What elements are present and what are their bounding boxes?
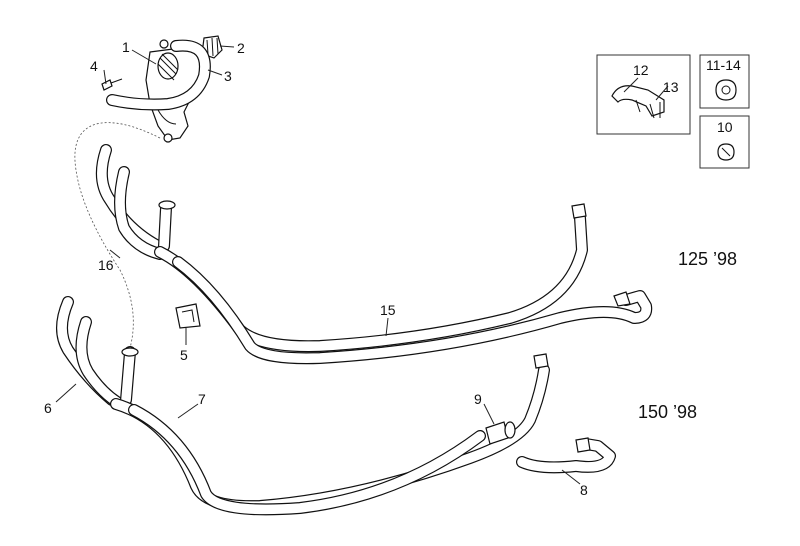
callout-9: 9 — [474, 391, 482, 407]
callout-10: 10 — [717, 119, 733, 135]
clamp-detail-box-11-14: 11-14 — [699, 54, 750, 109]
callout-8: 8 — [580, 482, 588, 498]
expansion-tank-assembly — [101, 35, 223, 143]
connection-path-dashed — [74, 122, 161, 349]
callout-16: 16 — [98, 257, 114, 273]
hose-bracket — [175, 303, 201, 329]
variant-label-lower: 150 ’98 — [638, 402, 697, 422]
callout-15: 15 — [380, 302, 396, 318]
upper-end-clamp-b — [613, 291, 631, 307]
lower-hose-assembly — [56, 296, 616, 516]
lower-end-clamp-b — [575, 437, 591, 453]
clip-detail-box: 12 13 — [596, 54, 691, 135]
callout-1: 1 — [122, 39, 130, 55]
hose-clamp — [159, 39, 169, 49]
valve-cap — [504, 421, 516, 439]
clamp-icon — [715, 79, 737, 101]
upper-tee-connector-top — [158, 200, 176, 210]
callout-4: 4 — [90, 58, 98, 74]
lower-end-clamp-a — [533, 353, 549, 369]
clamp-detail-box-10: 10 — [699, 115, 750, 169]
callout-2: 2 — [237, 40, 245, 56]
mounting-bolt — [101, 79, 113, 91]
leader-lines — [55, 45, 581, 485]
callout-6: 6 — [44, 400, 52, 416]
callout-7: 7 — [198, 391, 206, 407]
callout-12: 12 — [633, 62, 649, 78]
callout-labels: 1 2 3 4 5 6 7 8 9 15 16 — [44, 39, 588, 498]
upper-hose-assembly — [95, 144, 653, 365]
upper-end-clamp-a — [571, 203, 587, 219]
variant-label-upper: 125 ’98 — [678, 249, 737, 269]
callout-11-14: 11-14 — [706, 57, 741, 73]
tank-outlet-clamp — [163, 133, 173, 143]
callout-5: 5 — [180, 347, 188, 363]
callout-13: 13 — [663, 79, 679, 95]
lower-tee-connector-top — [121, 347, 139, 357]
callout-3: 3 — [224, 68, 232, 84]
